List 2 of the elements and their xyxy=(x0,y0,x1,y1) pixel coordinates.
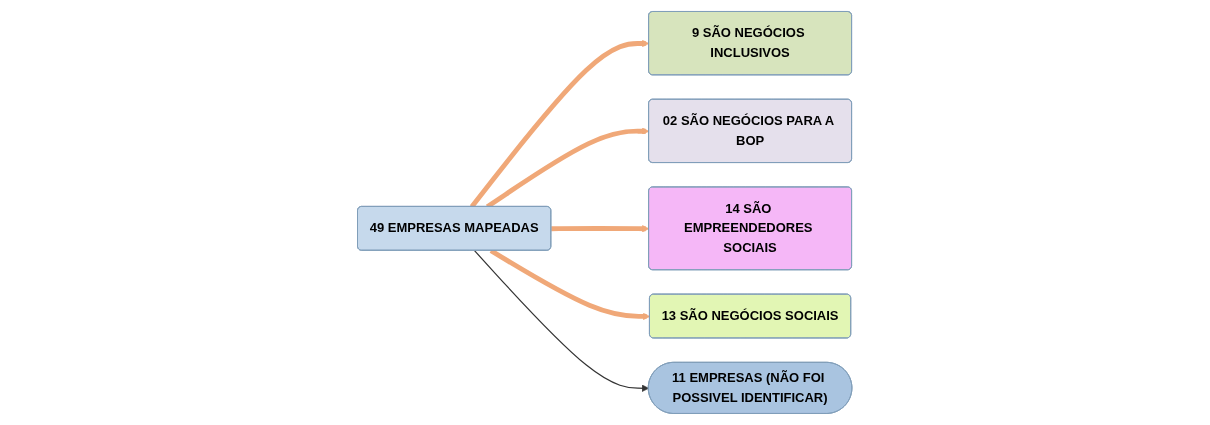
arrow xyxy=(474,250,650,392)
arrow xyxy=(551,225,650,233)
